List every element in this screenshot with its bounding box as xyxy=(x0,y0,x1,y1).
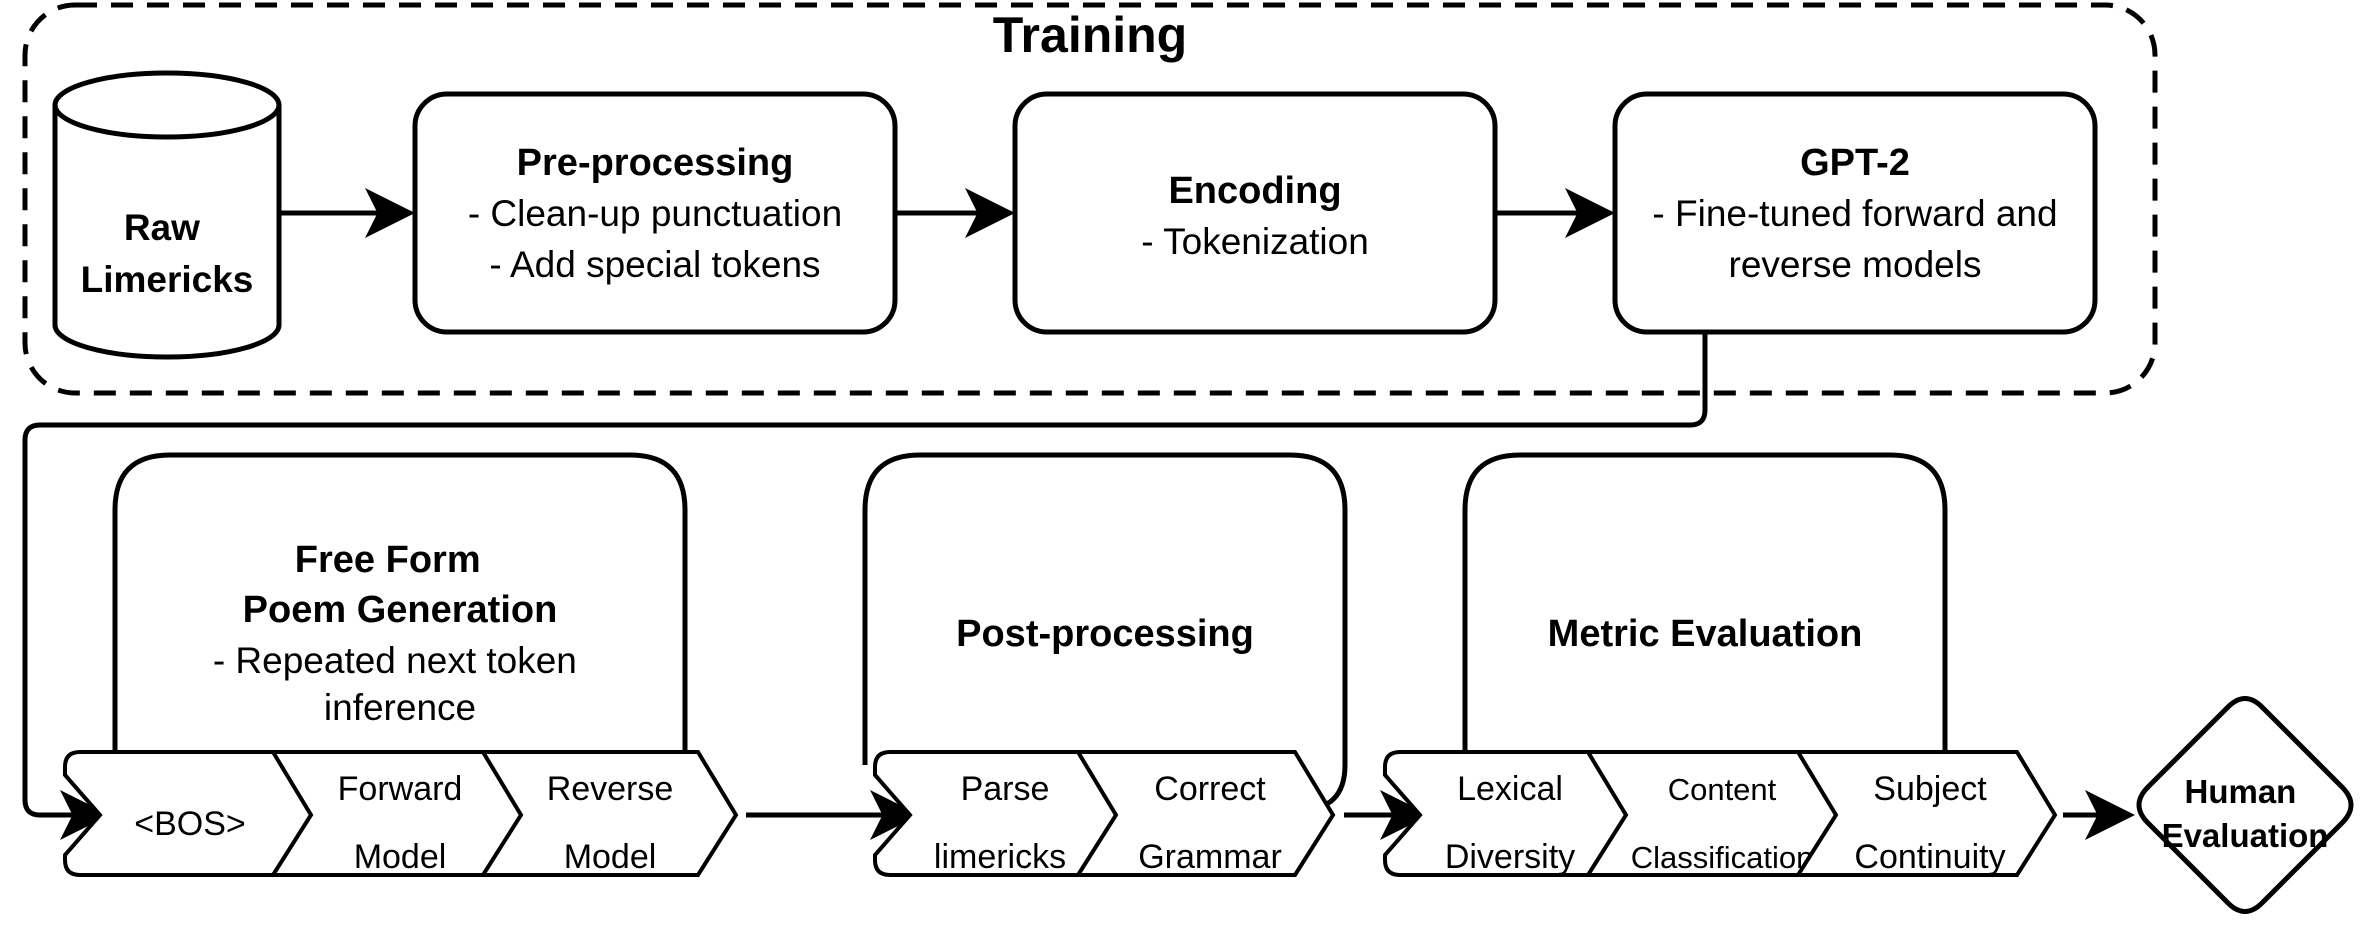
encoding-line-1: - Tokenization xyxy=(1141,221,1369,262)
metric-step-lexical-line2: Diversity xyxy=(1445,838,1575,876)
generation-step-forward-line1: Forward xyxy=(338,770,463,808)
generation-step-bos xyxy=(63,750,321,877)
postprocessing-step-parse xyxy=(873,750,1126,877)
metric-step-subject-line1: Subject xyxy=(1873,770,1987,808)
svg-text:Raw Limericks: Raw Limericks xyxy=(81,207,254,300)
metric-step-lexical-line1: Lexical xyxy=(1457,770,1563,808)
metric-step-subject-line2: Continuity xyxy=(1854,838,2005,876)
preprocessing-box: Pre-processing - Clean-up punctuation - … xyxy=(412,91,898,335)
training-group-border xyxy=(22,2,2158,396)
gpt2-line-1: - Fine-tuned forward and xyxy=(1652,193,2057,234)
metric-evaluation-stage: Metric Evaluation Lexical Diversity Cont… xyxy=(1383,452,2058,877)
metric-step-content-line1: Content xyxy=(1668,772,1777,807)
preprocessing-line-1: - Clean-up punctuation xyxy=(468,193,842,234)
arrow-gpt2-to-generation xyxy=(22,334,1708,840)
svg-text:Free Form Poem Generatio: Free Form Poem Generation xyxy=(243,539,558,631)
svg-text:- Repeated next token in: - Repeated next token inference xyxy=(213,640,587,728)
postprocessing-stage: Post-processing Parse limericks Correct … xyxy=(862,452,1348,877)
raw-limericks-label-line2: Limericks xyxy=(81,259,254,300)
generation-step-bos-label: <BOS> xyxy=(134,805,246,843)
human-evaluation-node: Human Evaluation xyxy=(2136,696,2354,914)
generation-stage: Free Form Poem Generation - Repeated nex… xyxy=(63,452,739,877)
gpt2-title: GPT-2 xyxy=(1800,142,1910,184)
generation-step-reverse-model xyxy=(479,750,739,877)
human-evaluation-line1: Human xyxy=(2184,773,2296,810)
training-title: Training xyxy=(993,7,1187,63)
encoding-title: Encoding xyxy=(1168,170,1341,212)
generation-step-forward-line2: Model xyxy=(354,838,447,876)
raw-limericks-label-line1: Raw xyxy=(124,207,200,248)
preprocessing-line-2: - Add special tokens xyxy=(489,244,820,285)
metric-evaluation-title: Metric Evaluation xyxy=(1548,613,1863,655)
raw-limericks-database: Raw Limericks xyxy=(52,70,282,360)
generation-desc-line2: inference xyxy=(324,687,476,728)
svg-text:Human Evaluation: Human Evaluation xyxy=(2162,773,2329,854)
metric-step-lexical xyxy=(1383,750,1636,877)
gpt2-box: GPT-2 - Fine-tuned forward and reverse m… xyxy=(1612,91,2098,335)
gpt2-line-2: reverse models xyxy=(1729,244,1982,285)
postprocessing-step-grammar xyxy=(1074,750,1336,877)
generation-title-line1: Free Form xyxy=(295,539,481,581)
postprocessing-step-grammar-line1: Correct xyxy=(1154,770,1266,808)
generation-step-reverse-line2: Model xyxy=(564,838,657,876)
generation-title-line2: Poem Generation xyxy=(243,589,558,631)
preprocessing-title: Pre-processing xyxy=(517,142,794,184)
postprocessing-step-parse-line2: limericks xyxy=(934,838,1066,876)
metric-step-subject xyxy=(1794,750,2058,877)
encoding-box: Encoding - Tokenization xyxy=(1012,91,1498,335)
postprocessing-step-grammar-line2: Grammar xyxy=(1138,838,1282,876)
postprocessing-title: Post-processing xyxy=(956,613,1254,655)
human-evaluation-line2: Evaluation xyxy=(2162,817,2329,854)
generation-step-reverse-line1: Reverse xyxy=(547,770,674,808)
postprocessing-step-parse-line1: Parse xyxy=(961,770,1050,808)
generation-desc-line1: - Repeated next token xyxy=(213,640,577,681)
metric-step-content-line2: Classification xyxy=(1631,840,1814,875)
